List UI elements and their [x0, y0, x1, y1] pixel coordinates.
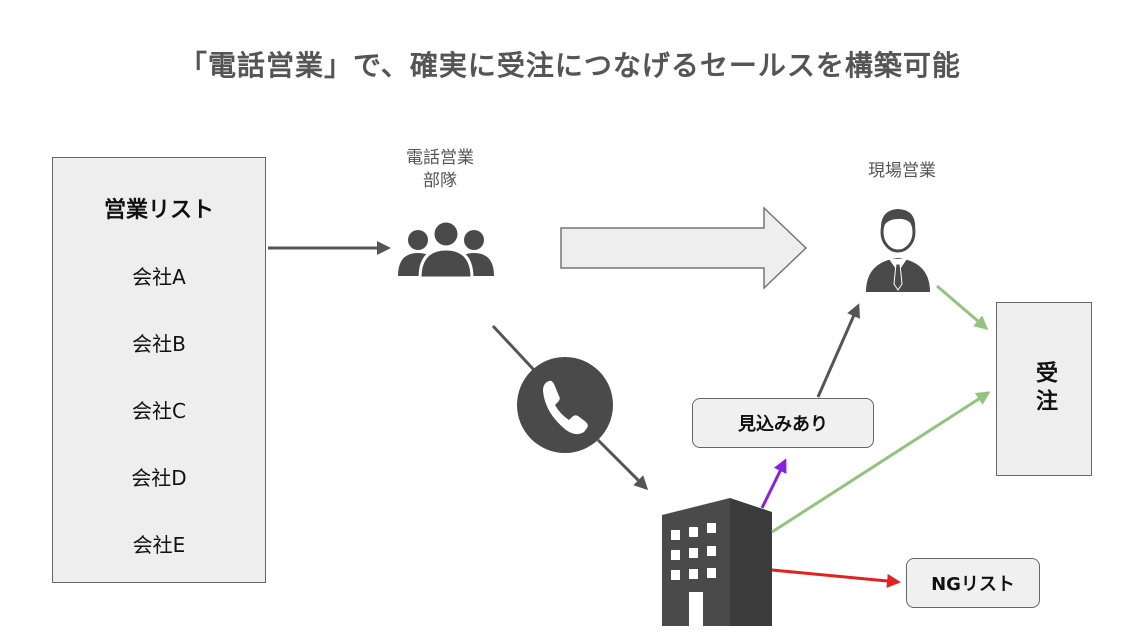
phone-team-line2: 部隊: [423, 171, 457, 191]
company-item-e: 会社E: [132, 533, 186, 557]
company-item-c: 会社C: [132, 399, 186, 423]
company-item-b: 会社B: [132, 332, 186, 356]
phone-team-line1: 電話営業: [406, 148, 474, 168]
ng-list-box: NGリスト: [906, 558, 1040, 608]
big-right-arrow-icon: [560, 206, 808, 290]
prospect-box: 見込みあり: [692, 398, 874, 448]
company-item-d: 会社D: [131, 466, 187, 490]
arrow-building-to-order: [771, 391, 991, 534]
businessman-icon: [866, 209, 930, 292]
arrow-call-to-building: [596, 438, 649, 491]
arrow-building-to-prospect: [760, 458, 787, 509]
field-sales-caption: 現場営業: [868, 161, 936, 181]
company-item-a: 会社A: [132, 265, 186, 289]
arrow-prospect-to-field-sales: [816, 303, 860, 398]
sales-list-heading: 営業リスト: [103, 198, 214, 223]
phone-team-caption: 電話営業 部隊: [380, 147, 500, 193]
order-box: 受注: [996, 302, 1092, 476]
arrow-building-to-ng-list: [771, 568, 901, 588]
arrow-field-sales-to-order: [936, 284, 989, 330]
sales-list-box: 営業リスト 会社A 会社B 会社C 会社D 会社E: [52, 157, 266, 583]
line-team-to-call: [491, 324, 536, 372]
phone-handset-icon: [517, 357, 613, 453]
page-title: 「電話営業」で、確実に受注につなげるセールスを構築可能: [179, 49, 961, 82]
office-building-icon: [662, 498, 772, 626]
group-of-people-icon: [398, 219, 494, 280]
